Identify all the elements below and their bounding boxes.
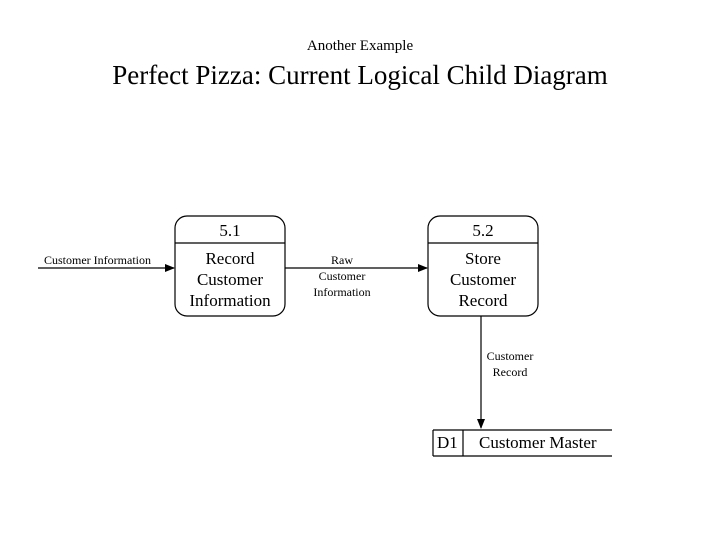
subtitle: Another Example — [306, 38, 414, 54]
process-name-line: Customer — [449, 270, 517, 289]
flow-label-line: Customer — [318, 269, 366, 283]
flow-label-line: Record — [492, 365, 528, 379]
data-store-d1 — [432, 429, 612, 457]
process-name-line: Information — [189, 291, 271, 310]
process-box-5-1 — [174, 215, 286, 317]
flow-label-customer-record: Customer Record — [470, 348, 550, 380]
process-name-5-2: Store Customer Record — [428, 248, 538, 311]
process-name-line: Customer — [196, 270, 264, 289]
process-box-5-2 — [427, 215, 539, 317]
process-name-line: Record — [205, 249, 255, 268]
flow-label-customer-information: Customer Information — [44, 253, 151, 267]
flow-label-line: Raw — [331, 253, 353, 267]
process-name-5-1: Record Customer Information — [175, 248, 285, 311]
process-name-line: Record — [458, 291, 508, 310]
flow-label-raw-customer-information: Raw Customer Information — [292, 252, 392, 300]
process-name-line: Store — [465, 249, 501, 268]
flow-label-line: Information — [313, 285, 371, 299]
page-title: Perfect Pizza: Current Logical Child Dia… — [112, 60, 608, 90]
process-id-5-2: 5.2 — [472, 221, 494, 240]
flow-label-line: Customer — [486, 349, 534, 363]
process-id-5-1: 5.1 — [219, 221, 241, 240]
data-store-name: Customer Master — [479, 433, 597, 452]
data-store-id: D1 — [437, 433, 458, 452]
